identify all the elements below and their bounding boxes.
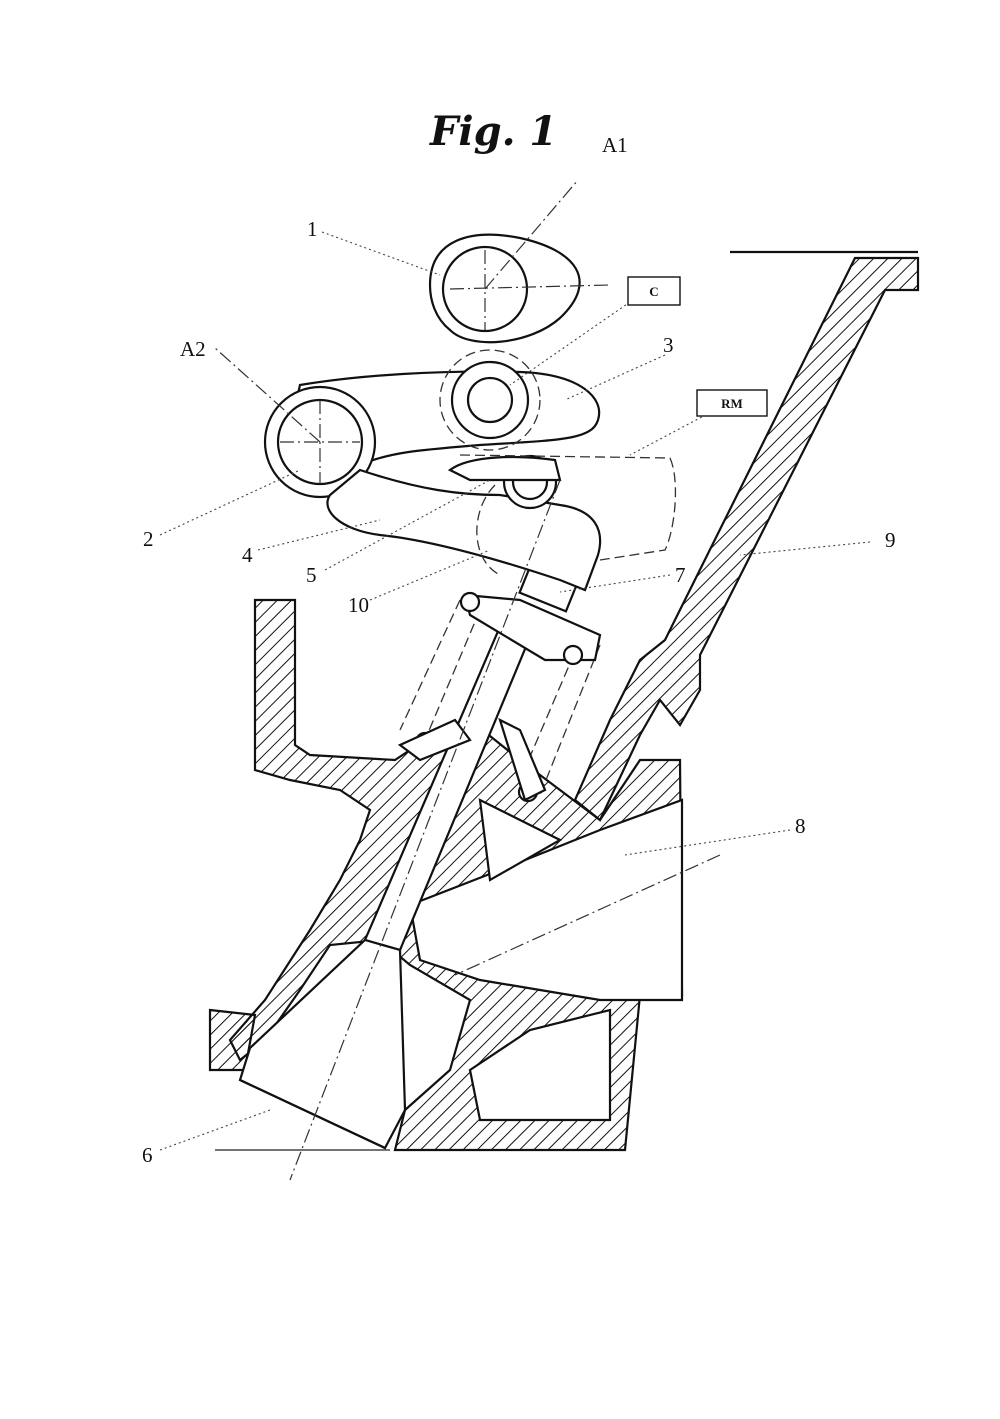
label-6: 6 <box>142 1143 153 1167</box>
figure-title: Fig. 1 <box>430 108 558 155</box>
valve-axis <box>289 479 561 1181</box>
label-9: 9 <box>885 528 896 552</box>
camshaft <box>428 179 611 344</box>
valve-spring <box>397 591 602 803</box>
label-a2: A2 <box>180 337 206 361</box>
leader-lines <box>159 231 871 1151</box>
label-5: 5 <box>306 563 317 587</box>
label-2: 2 <box>143 527 154 551</box>
port-axis <box>454 854 721 976</box>
finger-follower <box>326 454 677 592</box>
rocker-arm <box>214 347 601 499</box>
label-1: 1 <box>307 217 318 241</box>
label-10: 10 <box>348 593 369 617</box>
label-box-rm <box>696 389 768 417</box>
label-4: 4 <box>242 543 253 567</box>
cylinder-head-casting <box>208 598 684 1152</box>
label-box-c <box>627 276 681 306</box>
label-8: 8 <box>795 814 806 838</box>
label-3: 3 <box>663 333 674 357</box>
label-7: 7 <box>675 563 686 587</box>
label-rm: RM <box>721 396 743 411</box>
cylinder-head-wall <box>573 250 920 822</box>
label-c: C <box>649 284 658 299</box>
label-a1: A1 <box>602 133 628 157</box>
